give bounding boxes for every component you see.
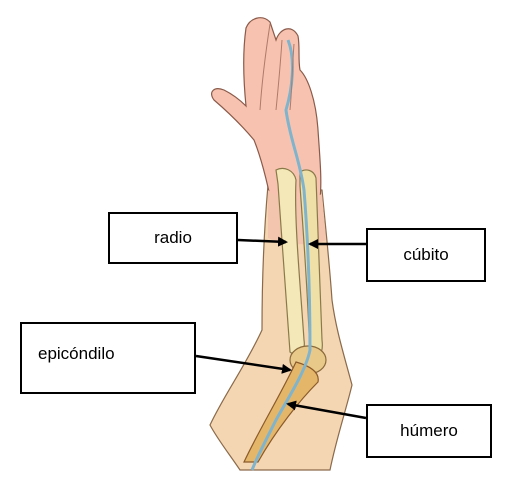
label-humero-text: húmero: [400, 421, 458, 441]
label-epicondilo: epicóndilo: [20, 322, 196, 394]
label-cubito: cúbito: [366, 228, 486, 282]
label-epicondilo-text: epicóndilo: [38, 344, 115, 364]
label-humero: húmero: [366, 404, 492, 458]
label-radio-text: radio: [154, 228, 192, 248]
label-radio: radio: [108, 212, 238, 264]
label-cubito-text: cúbito: [403, 245, 448, 265]
